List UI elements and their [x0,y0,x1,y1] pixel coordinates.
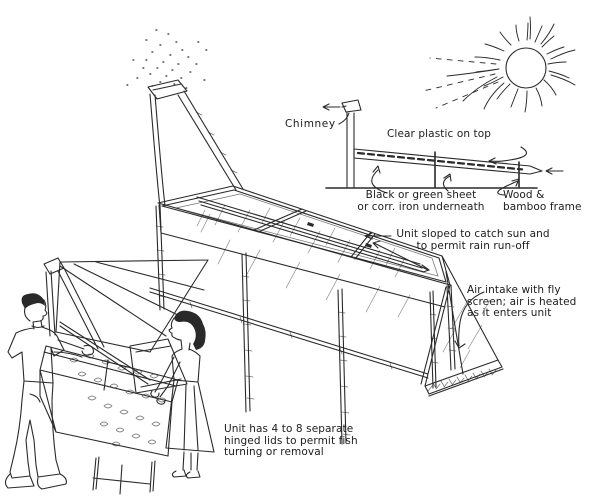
man-hair [21,293,45,309]
woman-legs [182,451,199,471]
label-unit-sloped: Unit sloped to catch sun and to permit r… [396,228,550,252]
side-frame-legs [434,151,520,188]
top-frame-inner [175,193,439,277]
label-clear-plastic: Clear plastic on top [387,128,492,140]
air-intake-arrow-icon [545,167,564,175]
label-leader-air-intake [454,291,485,349]
side-black-sheet-dashes [356,151,524,171]
steam-dots [126,29,208,89]
stretcher-rail [149,287,429,379]
woman-arms [150,356,181,405]
label-wood-frame: Wood & bamboo frame [503,189,582,213]
top-frame-mid [161,189,447,283]
sun-rays [446,16,576,113]
fish-squiggles [69,353,167,447]
slope-direction-arrow-icon [372,240,430,273]
man-shirt [7,325,65,384]
people-loading-fish-scene [4,257,215,495]
fly-screen-strip [424,359,504,397]
annotation-arrows [364,232,485,349]
hatch-strokes [196,204,491,369]
side-chimney [341,99,362,188]
side-view-diagram [322,99,564,196]
label-leader-clear-plastic [488,146,528,165]
centre-rails [196,196,425,273]
woman-dress [165,348,215,453]
rim-bottom-rail [158,204,446,308]
side-plastic-panel [353,148,543,175]
slope-end [420,255,499,387]
fly-screen-mesh [427,368,497,392]
unit-chimney [147,79,244,208]
woman-shoes [171,469,201,479]
box-support-legs [92,456,156,495]
man-arm [53,339,95,358]
man-pants [9,380,61,479]
label-leader-chimney [338,112,350,125]
woman-figure [150,310,215,479]
chimney-exhaust-arrow-icon [322,103,341,111]
turning-pole [59,321,151,385]
label-air-intake: Air intake with fly screen; air is heate… [467,284,577,319]
woman-head [168,317,191,351]
label-leader-black-sheet [371,165,452,194]
dryer-unit-3d [126,29,504,445]
man-shoes [4,473,67,490]
rail-hinges [307,222,372,248]
label-hinged-lids: Unit has 4 to 8 separate hinged lids to … [224,423,358,458]
raised-lid-frame [55,259,209,353]
man-figure [4,293,95,490]
bamboo-node-ticks [155,111,457,436]
sun-icon [422,16,576,113]
sun-disc [505,47,547,89]
label-chimney: Chimney [285,118,336,130]
sun-rays-dashed [422,57,499,109]
woman-hair [174,310,206,350]
frame-crossbars [253,208,376,260]
label-black-sheet: Black or green sheet or corr. iron under… [357,189,485,213]
man-head [24,299,48,330]
label-leader-wood-frame [497,178,520,196]
unit-sloped-arrow-icon [364,232,392,240]
